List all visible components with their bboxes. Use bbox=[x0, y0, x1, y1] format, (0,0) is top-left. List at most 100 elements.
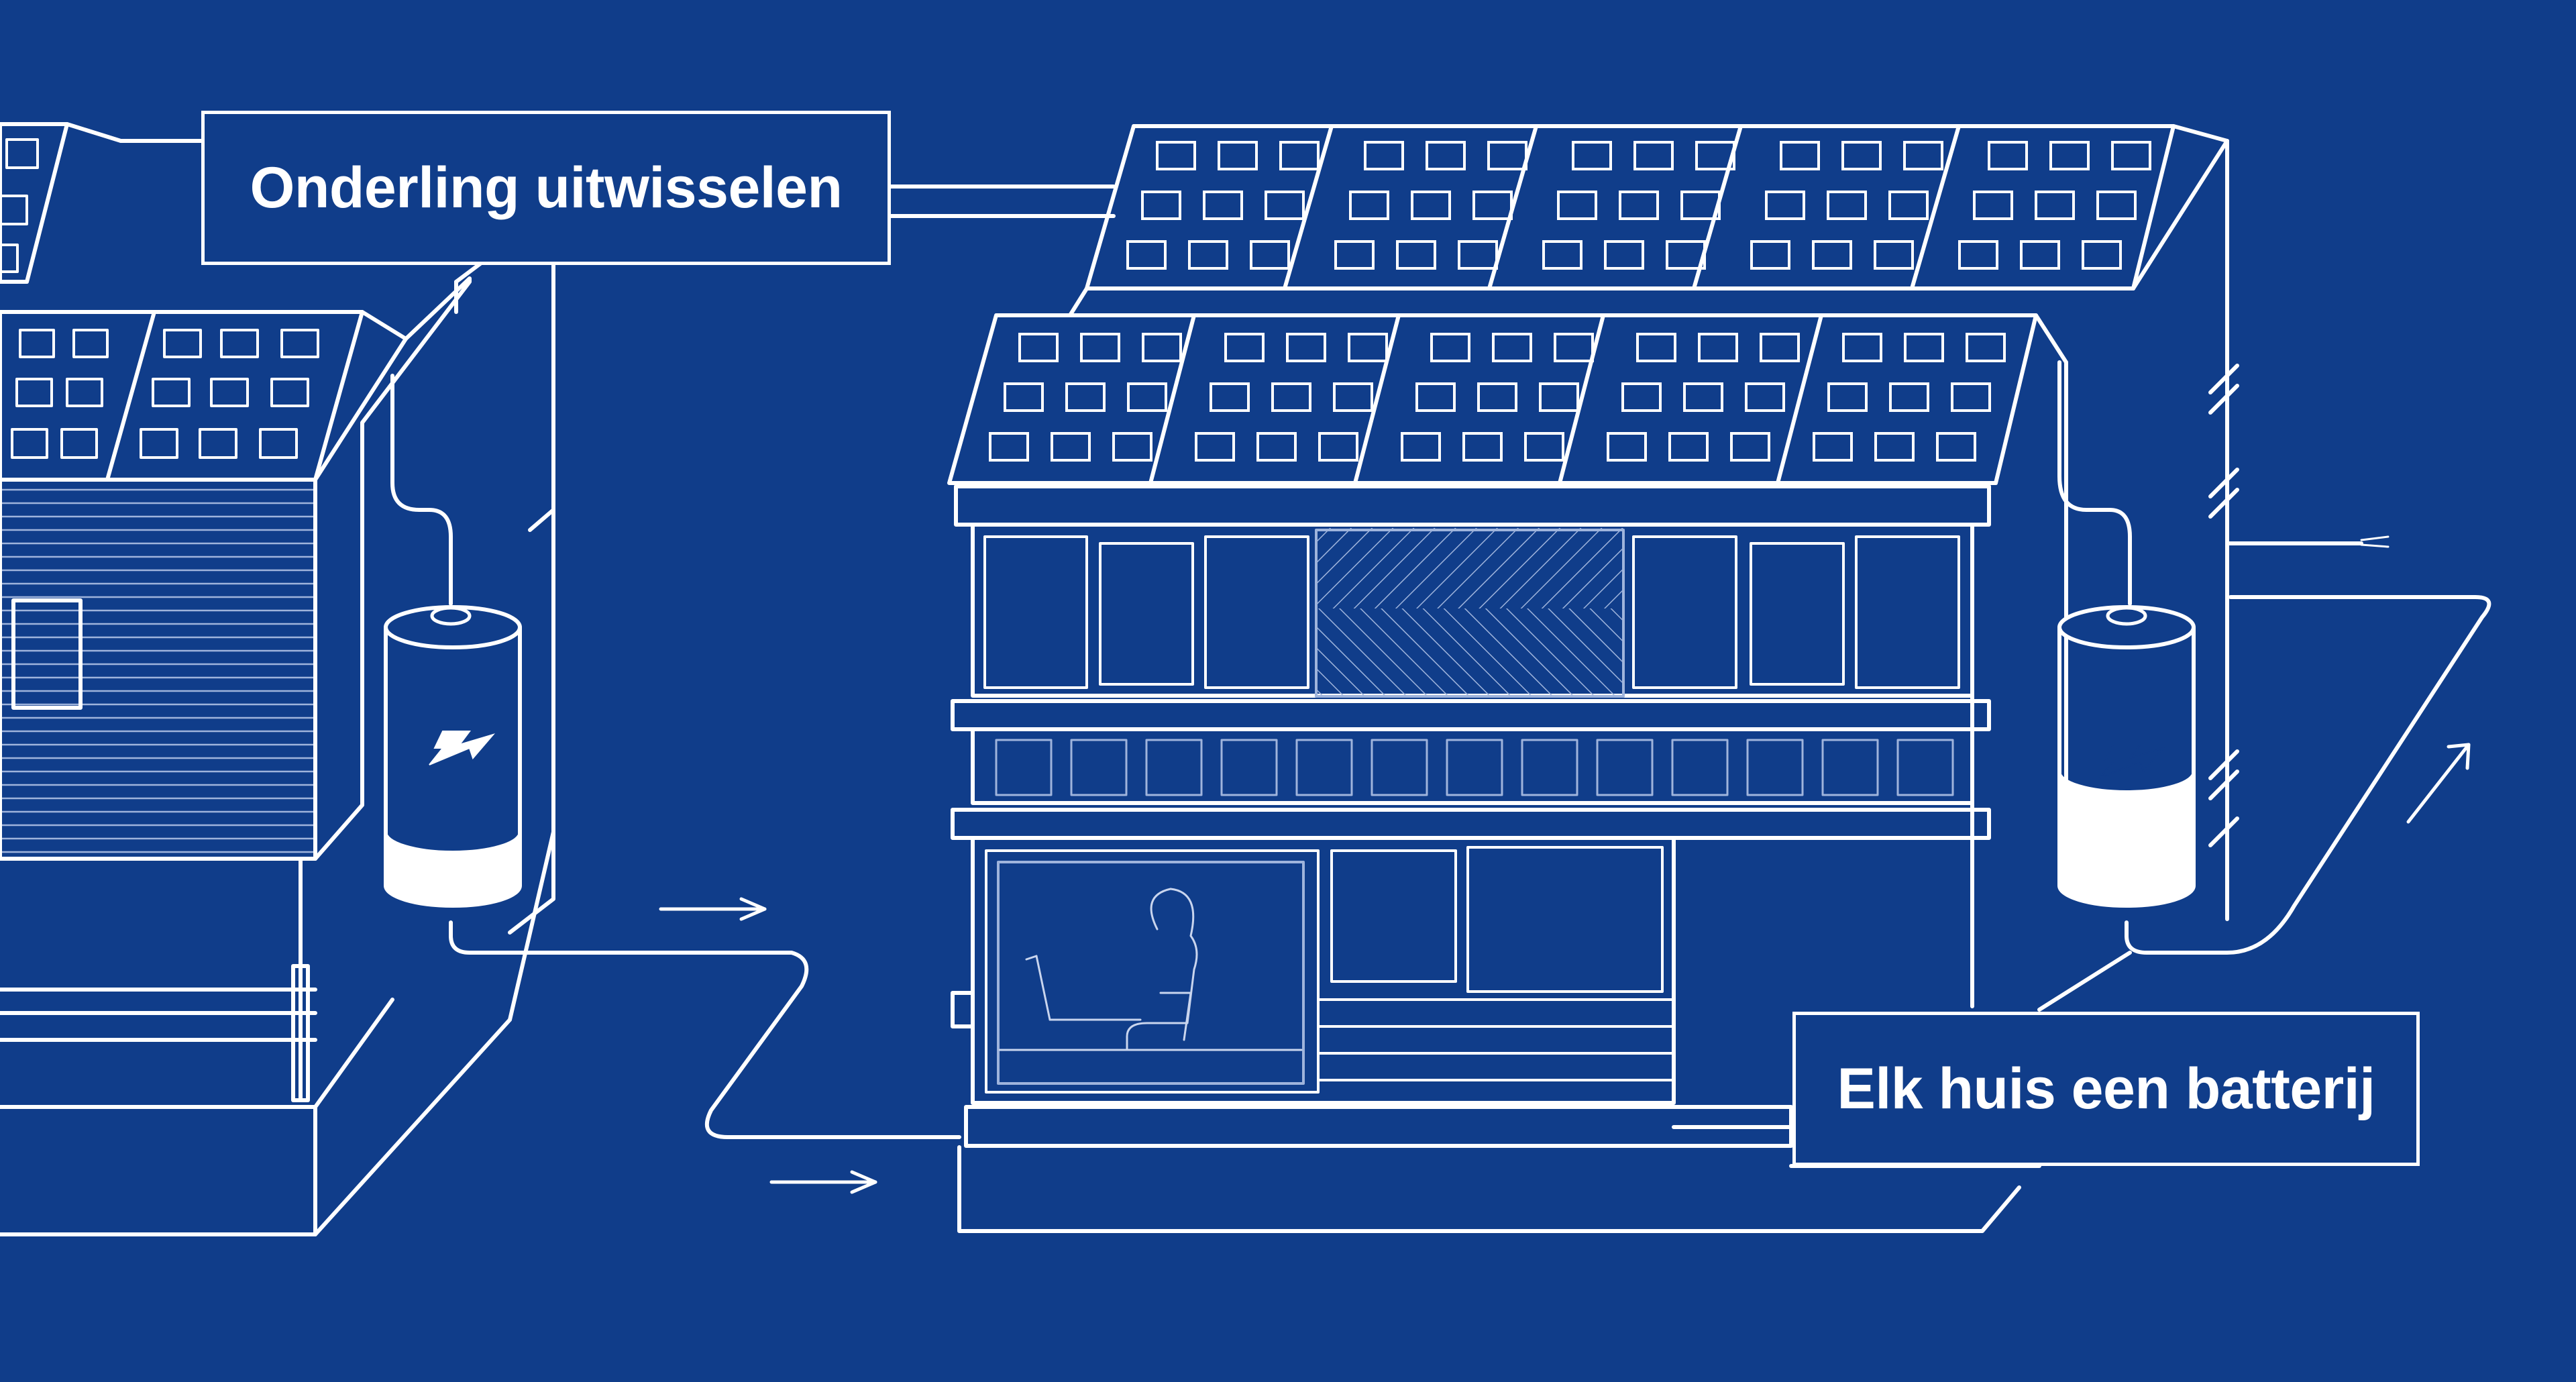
flow-arrow-icon bbox=[659, 743, 2471, 1194]
solar-cell bbox=[1604, 240, 1644, 270]
lightning-icon bbox=[2099, 744, 2165, 779]
solar-cell bbox=[1554, 333, 1594, 362]
solar-cell bbox=[1765, 191, 1805, 220]
solar-cell bbox=[1080, 333, 1120, 362]
solar-cell bbox=[1619, 191, 1659, 220]
solar-cell bbox=[1477, 382, 1517, 412]
solar-cell bbox=[1572, 141, 1612, 170]
solar-cell bbox=[1430, 333, 1470, 362]
solar-cell bbox=[1401, 432, 1441, 462]
solar-cell bbox=[1745, 382, 1785, 412]
exchange-label: Onderling uitwisselen bbox=[201, 111, 891, 265]
solar-cell bbox=[1958, 240, 1998, 270]
solar-cell bbox=[1951, 382, 1991, 412]
solar-cell bbox=[1364, 141, 1404, 170]
solar-cell bbox=[1842, 333, 1882, 362]
solar-cell bbox=[1698, 333, 1738, 362]
solar-cell bbox=[1680, 191, 1721, 220]
solar-cell bbox=[2082, 240, 2122, 270]
battery-label: Elk huis een batterij bbox=[1792, 1012, 2420, 1166]
solar-cell bbox=[1780, 141, 1820, 170]
left-house bbox=[0, 122, 555, 1236]
solar-cell bbox=[2096, 191, 2137, 220]
solar-cell bbox=[1279, 141, 1320, 170]
solar-cell bbox=[1666, 240, 1706, 270]
solar-cell bbox=[1633, 141, 1674, 170]
solar-cell bbox=[1286, 333, 1326, 362]
solar-cell bbox=[1621, 382, 1662, 412]
solar-cell bbox=[1903, 141, 1943, 170]
left-back-roof-solar bbox=[0, 122, 203, 284]
solar-cell bbox=[1750, 240, 1790, 270]
solar-cell bbox=[2111, 141, 2151, 170]
solar-cell bbox=[1195, 432, 1235, 462]
solar-cell bbox=[1874, 432, 1915, 462]
solar-cell bbox=[1827, 191, 1867, 220]
solar-cell bbox=[1411, 191, 1451, 220]
solar-cell bbox=[1458, 240, 1498, 270]
solar-cell bbox=[1334, 240, 1375, 270]
solar-cell bbox=[1492, 333, 1532, 362]
right-house bbox=[947, 124, 2491, 1233]
solar-cell bbox=[1224, 333, 1265, 362]
solar-cell bbox=[1065, 382, 1106, 412]
solar-cell bbox=[1156, 141, 1196, 170]
solar-cell bbox=[1539, 382, 1579, 412]
solar-cell bbox=[1256, 432, 1297, 462]
solar-cell bbox=[1683, 382, 1723, 412]
solar-cell bbox=[1487, 141, 1527, 170]
solar-cell bbox=[2035, 191, 2075, 220]
solar-cell bbox=[2020, 240, 2060, 270]
solar-cell bbox=[1426, 141, 1466, 170]
lightning-icon bbox=[429, 731, 495, 765]
solar-cell bbox=[1127, 382, 1167, 412]
solar-cell bbox=[1542, 240, 1582, 270]
solar-cell bbox=[989, 432, 1029, 462]
solar-cell bbox=[1988, 141, 2028, 170]
solar-cell bbox=[1730, 432, 1770, 462]
solar-cell bbox=[1349, 191, 1389, 220]
solar-cell bbox=[1524, 432, 1564, 462]
solar-cell bbox=[1004, 382, 1044, 412]
battery-icon-left bbox=[384, 605, 522, 908]
solar-cell bbox=[1142, 333, 1182, 362]
solar-cell bbox=[1812, 240, 1852, 270]
solar-cell bbox=[1250, 240, 1290, 270]
solar-cell bbox=[1973, 191, 2013, 220]
solar-cell bbox=[1210, 382, 1250, 412]
solar-cell bbox=[1841, 141, 1882, 170]
solar-cell bbox=[1760, 333, 1800, 362]
battery-icon-right bbox=[2057, 605, 2196, 908]
solar-cell bbox=[1557, 191, 1597, 220]
left-porch bbox=[0, 830, 555, 1236]
solar-cell bbox=[1813, 432, 1853, 462]
solar-cell bbox=[1126, 240, 1167, 270]
solar-cell bbox=[1874, 240, 1914, 270]
solar-cell bbox=[1203, 191, 1243, 220]
solar-cell bbox=[1904, 333, 1944, 362]
solar-cell bbox=[1827, 382, 1868, 412]
solar-cell bbox=[1265, 191, 1305, 220]
solar-cell bbox=[1188, 240, 1228, 270]
solar-cell bbox=[1112, 432, 1152, 462]
solar-cell bbox=[1472, 191, 1513, 220]
solar-cell bbox=[2049, 141, 2090, 170]
solar-cell bbox=[1695, 141, 1735, 170]
solar-cell bbox=[1018, 333, 1059, 362]
solar-cell bbox=[1271, 382, 1311, 412]
solar-cell bbox=[1668, 432, 1709, 462]
solar-cell bbox=[1966, 333, 2006, 362]
solar-cell bbox=[1051, 432, 1091, 462]
solar-cell bbox=[1636, 333, 1676, 362]
right-front-roof-solar bbox=[947, 313, 2068, 485]
solar-cell bbox=[1318, 432, 1358, 462]
solar-cell bbox=[1415, 382, 1456, 412]
solar-cell bbox=[1462, 432, 1503, 462]
solar-cell bbox=[1607, 432, 1647, 462]
solar-cell bbox=[1936, 432, 1976, 462]
solar-cell bbox=[1889, 382, 1929, 412]
solar-cell bbox=[1396, 240, 1436, 270]
solar-cell bbox=[1218, 141, 1258, 170]
solar-cell bbox=[1141, 191, 1181, 220]
